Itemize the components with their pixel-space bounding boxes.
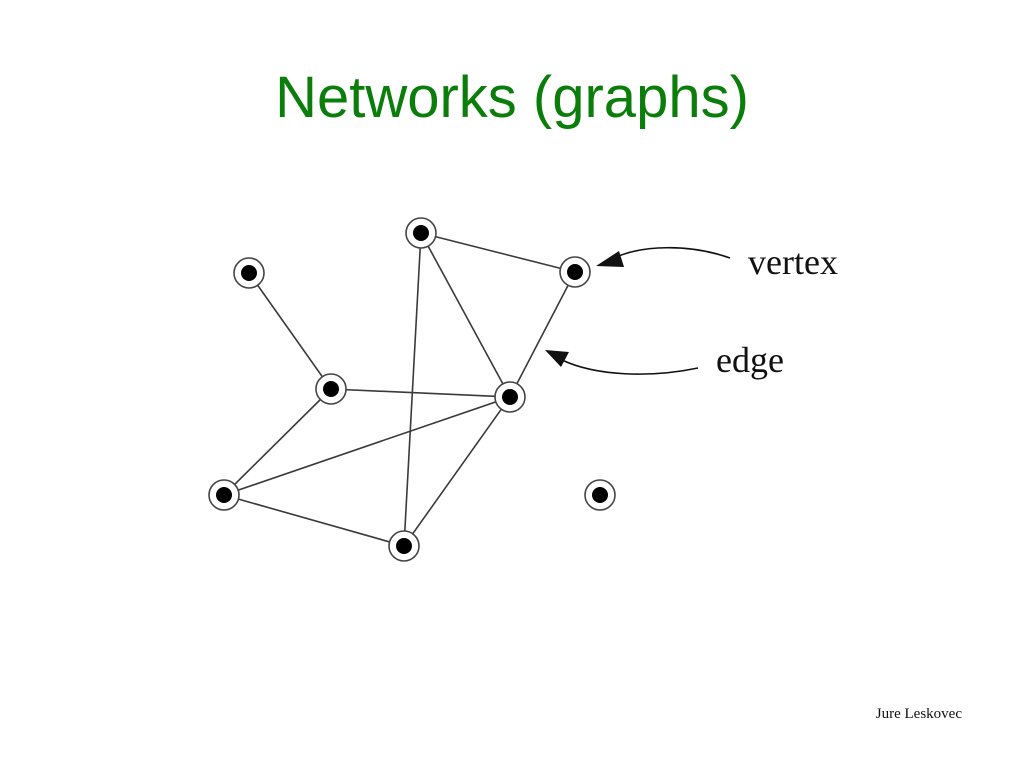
edge-v2-v3 <box>420 232 576 273</box>
edge-v3-v5 <box>509 271 576 398</box>
vertex-dot <box>396 538 412 554</box>
vertices-layer <box>208 217 616 562</box>
edge-v6-v5 <box>223 396 511 496</box>
edge-v4-v6 <box>223 388 332 496</box>
vertex-dot <box>216 487 232 503</box>
vertex-v4 <box>315 373 347 405</box>
vertex-v8 <box>584 479 616 511</box>
vertex-dot <box>567 264 583 280</box>
vertex-callout: vertex <box>596 242 838 282</box>
edge-v4-v5 <box>330 388 511 398</box>
edge-callout: edge <box>545 340 784 380</box>
author-footer: Jure Leskovec <box>875 706 962 722</box>
vertex-dot <box>241 265 257 281</box>
vertex-pointer-arrowhead <box>596 251 624 267</box>
edge-pointer-arrow <box>561 359 699 375</box>
vertex-v3 <box>559 256 591 288</box>
edge-v2-v7 <box>403 232 422 547</box>
vertex-callout-label: vertex <box>748 242 838 282</box>
edges-layer <box>223 232 576 547</box>
slide-title: Networks (graphs) <box>275 65 749 130</box>
vertex-v1 <box>233 257 265 289</box>
edge-v5-v7 <box>403 396 511 547</box>
edge-v6-v7 <box>223 494 405 547</box>
vertex-dot <box>592 487 608 503</box>
vertex-v7 <box>388 530 420 562</box>
edge-callout-label: edge <box>716 340 784 380</box>
vertex-v6 <box>208 479 240 511</box>
vertex-dot <box>502 389 518 405</box>
edge-pointer-arrowhead <box>545 350 569 367</box>
edge-v1-v4 <box>248 272 332 390</box>
vertex-dot <box>323 381 339 397</box>
vertex-v2 <box>405 217 437 249</box>
vertex-dot <box>413 225 429 241</box>
vertex-v5 <box>494 381 526 413</box>
vertex-pointer-arrow <box>609 246 731 261</box>
edge-v2-v5 <box>420 232 511 398</box>
